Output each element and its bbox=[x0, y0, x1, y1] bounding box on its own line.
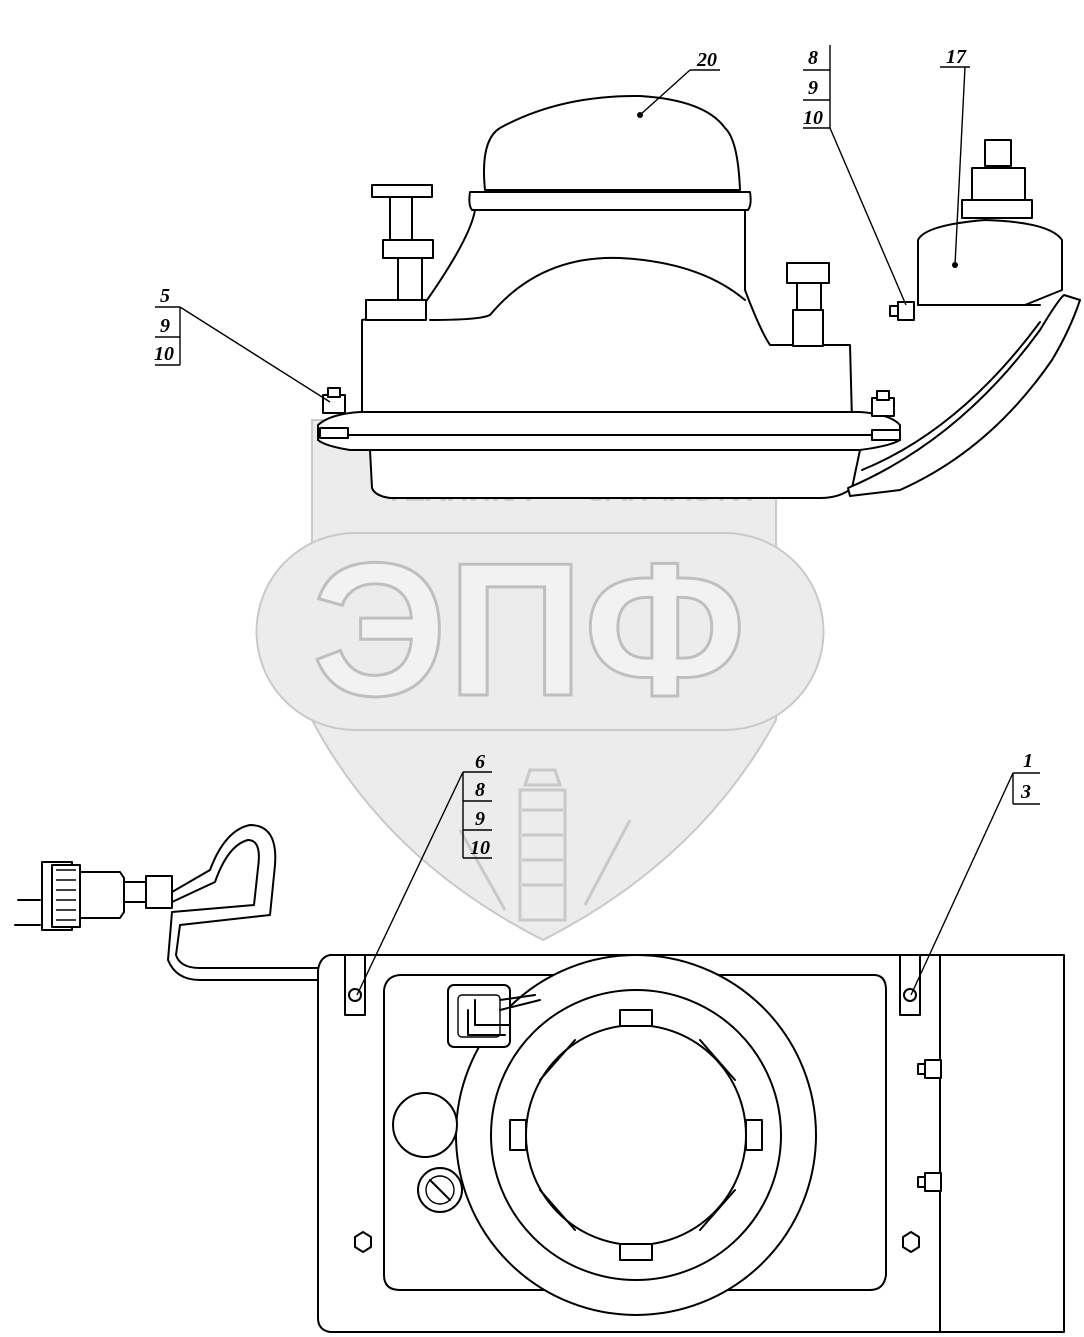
callout-5-9-10-label-b: 9 bbox=[160, 315, 170, 337]
cable-clip-right bbox=[899, 954, 921, 1016]
bolt-panel-lower bbox=[917, 1172, 942, 1192]
callout-6-8-9-10-label-d: 10 bbox=[470, 837, 490, 859]
callout-20: 20 bbox=[637, 49, 720, 118]
bolt-side-lamp bbox=[889, 301, 915, 321]
callout-17-label: 17 bbox=[946, 46, 967, 68]
callout-1-3-label-b: 3 bbox=[1020, 781, 1031, 803]
callout-1-3-label-a: 1 bbox=[1023, 750, 1033, 772]
watermark-banner bbox=[255, 532, 825, 731]
right-adjuster bbox=[786, 262, 830, 347]
round-plug bbox=[392, 1092, 458, 1158]
callout-5-9-10-label-c: 10 bbox=[154, 343, 174, 365]
mounting-panel bbox=[317, 954, 1065, 1333]
lamp-lens bbox=[369, 449, 861, 499]
headlamp-assembly bbox=[317, 94, 901, 499]
lamp-collar bbox=[468, 191, 752, 211]
lamp-dome bbox=[483, 94, 741, 191]
callout-6-8-9-10-label-b: 8 bbox=[475, 779, 485, 801]
hex-nut-right bbox=[902, 1231, 920, 1253]
bolt-panel-upper bbox=[917, 1059, 942, 1079]
callout-8-9-10-label-c: 10 bbox=[803, 107, 823, 129]
watermark-logo: ЭПФ bbox=[312, 524, 746, 736]
bolt-left bbox=[319, 387, 349, 439]
hex-nut-left bbox=[354, 1231, 372, 1253]
side-lamp-bracket bbox=[847, 294, 1081, 497]
callout-8-9-10-label-a: 8 bbox=[808, 47, 818, 69]
bolt-right bbox=[871, 390, 901, 441]
lamp-rim bbox=[317, 411, 901, 451]
left-adjuster bbox=[365, 184, 434, 321]
side-lamp bbox=[847, 139, 1081, 497]
callout-1-3: 1 3 bbox=[910, 750, 1040, 996]
callout-8-9-10-label-b: 9 bbox=[808, 77, 818, 99]
wheat-icon bbox=[458, 768, 632, 922]
callout-17: 17 bbox=[940, 46, 970, 268]
callout-5-9-10: 5 9 10 bbox=[154, 285, 331, 403]
side-lamp-body bbox=[917, 219, 1063, 306]
callout-20-label: 20 bbox=[696, 49, 717, 71]
lamp-body bbox=[361, 209, 853, 421]
callout-5-9-10-label-a: 5 bbox=[160, 285, 170, 307]
callout-6-8-9-10: 6 8 9 10 bbox=[356, 751, 492, 996]
callout-6-8-9-10-label-a: 6 bbox=[475, 751, 485, 773]
square-socket bbox=[447, 984, 511, 1048]
callout-6-8-9-10-label-c: 9 bbox=[475, 808, 485, 830]
callout-8-9-10: 8 9 10 bbox=[803, 45, 907, 306]
